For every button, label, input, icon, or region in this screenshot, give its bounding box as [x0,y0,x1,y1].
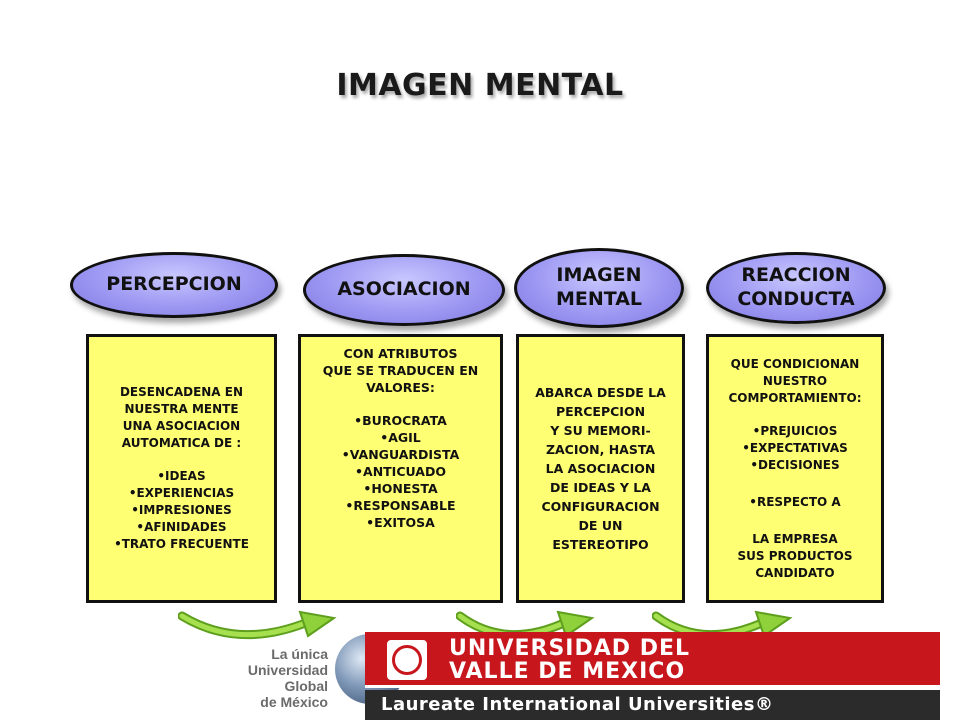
list-item: EXITOSA [342,514,460,531]
stage-box-percepcion: DESENCADENA EN NUESTRA MENTE UNA ASOCIAC… [86,334,277,603]
curved-arrow-icon [178,610,337,640]
stage-box-imagen-mental: ABARCA DESDE LA PERCEPCION Y SU MEMORI- … [516,334,685,603]
list-item: BUROCRATA [342,412,460,429]
university-seal-icon [385,638,429,682]
list-item: IDEAS [114,468,249,485]
list-item: PREJUICIOS [742,423,848,440]
stage-item-list-2: RESPECTO A [749,494,841,511]
university-name: UNIVERSIDAD DEL VALLE DE MEXICO [449,636,691,684]
stage-box-reaccion-conducta: QUE CONDICIONAN NUESTRO COMPORTAMIENTO: … [706,334,884,603]
list-item: HONESTA [342,480,460,497]
list-item: EXPERIENCIAS [114,485,249,502]
list-item: ANTICUADO [342,463,460,480]
stage-intro: ABARCA DESDE LA PERCEPCION Y SU MEMORI- … [535,385,666,552]
stage-header-reaccion-conducta: REACCION CONDUCTA [706,252,886,324]
list-item: DECISIONES [742,457,848,474]
list-item: AGIL [342,429,460,446]
stage-outro: LA EMPRESA SUS PRODUCTOS CANDIDATO [737,531,853,580]
stage-intro: CON ATRIBUTOS QUE SE TRADUCEN EN VALORES… [322,346,479,395]
stage-header-imagen-mental: IMAGEN MENTAL [514,248,684,328]
stage-item-list: BUROCRATA AGIL VANGUARDISTA ANTICUADO HO… [342,412,460,531]
stage-box-asociacion: CON ATRIBUTOS QUE SE TRADUCEN EN VALORES… [298,334,503,603]
stage-item-list: PREJUICIOS EXPECTATIVAS DECISIONES [742,423,848,474]
stage-intro: QUE CONDICIONAN NUESTRO COMPORTAMIENTO: [728,356,862,405]
stage-header-percepcion: PERCEPCION [70,252,278,318]
list-item: IMPRESIONES [114,502,249,519]
page-title: IMAGEN MENTAL [336,68,624,103]
list-item: AFINIDADES [114,519,249,536]
stage-item-list: IDEAS EXPERIENCIAS IMPRESIONES AFINIDADE… [114,468,249,553]
list-item: TRATO FRECUENTE [114,536,249,553]
list-item: RESPONSABLE [342,497,460,514]
list-item: RESPECTO A [749,494,841,511]
list-item: EXPECTATIVAS [742,440,848,457]
university-banner: UNIVERSIDAD DEL VALLE DE MEXICO [365,632,940,688]
stage-intro: DESENCADENA EN NUESTRA MENTE UNA ASOCIAC… [119,385,244,450]
laureate-network-label: Laureate International Universities® [365,690,940,720]
footer-tagline: La única Universidad Global de México [247,646,328,710]
list-item: VANGUARDISTA [342,446,460,463]
stage-header-asociacion: ASOCIACION [303,254,505,326]
